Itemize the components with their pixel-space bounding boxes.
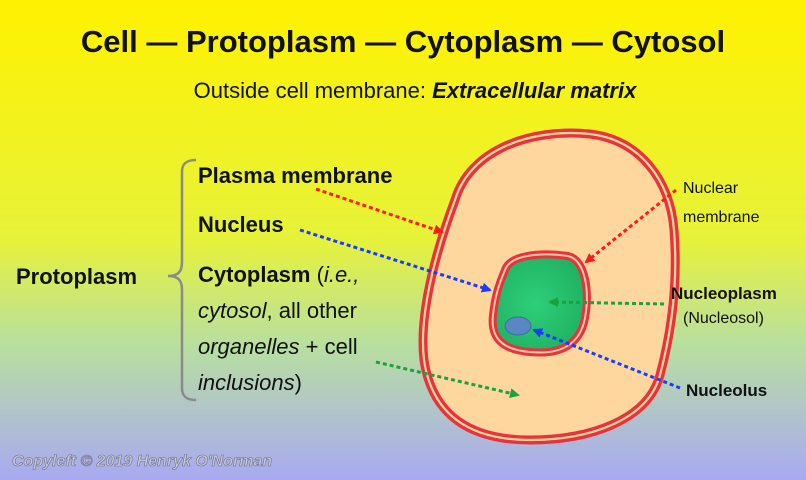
cytoplasm-arrow bbox=[375, 360, 520, 399]
cytoplasm-line-4: inclusions) bbox=[198, 370, 302, 395]
cytoplasm-ie: i.e., bbox=[324, 262, 359, 287]
curly-brace bbox=[167, 158, 197, 402]
page-title: Cell — Protoplasm — Cytoplasm — Cytosol bbox=[81, 24, 725, 59]
organelles-word: organelles bbox=[198, 334, 300, 359]
subtitle: Outside cell membrane: Extracellular mat… bbox=[194, 78, 637, 103]
nucleosol-label: (Nucleosol) bbox=[683, 310, 764, 327]
cytosol-word: cytosol bbox=[198, 298, 268, 323]
plasma-membrane-inner-line bbox=[421, 132, 677, 442]
plasma-membrane-arrow bbox=[315, 187, 444, 235]
cytoplasm-paren-open: ( bbox=[310, 262, 324, 287]
nucleolus-shape bbox=[504, 316, 532, 336]
cytoplasm-line-2: cytosol, all other bbox=[198, 298, 357, 323]
subtitle-emphasis: Extracellular matrix bbox=[432, 78, 637, 103]
nucleolus-arrow bbox=[532, 328, 681, 390]
nucleus bbox=[488, 250, 591, 357]
nucleoplasm-label: Nucleoplasm bbox=[671, 284, 777, 303]
nuclear-membrane-arrow bbox=[584, 188, 677, 264]
inclusions-word: inclusions bbox=[198, 370, 295, 395]
nucleus-label: Nucleus bbox=[198, 212, 284, 237]
nucleolus-label: Nucleolus bbox=[686, 381, 767, 400]
nuclear-membrane-label-2: membrane bbox=[683, 209, 760, 226]
cytoplasm-paren-close: ) bbox=[295, 370, 302, 395]
cytoplasm-label: Cytoplasm bbox=[198, 262, 310, 287]
cytoplasm-line-1: Cytoplasm (i.e., bbox=[198, 262, 359, 287]
nuclear-membrane-line bbox=[491, 253, 588, 354]
nucleoplasm-arrow bbox=[548, 297, 665, 308]
protoplasm-label: Protoplasm bbox=[16, 264, 137, 289]
all-other-text: , all other bbox=[266, 298, 357, 323]
subtitle-prefix: Outside cell membrane: bbox=[194, 78, 432, 103]
cytoplasm-line-3: organelles + cell bbox=[198, 334, 358, 359]
nucleus-arrow bbox=[299, 228, 492, 293]
plus-cell-text: + cell bbox=[300, 334, 358, 359]
plasma-membrane-label: Plasma membrane bbox=[198, 163, 392, 188]
copyright-watermark: Copyleft © 2019 Henryk O'Norman bbox=[12, 453, 272, 470]
nuclear-membrane-label-1: Nuclear bbox=[683, 180, 739, 197]
